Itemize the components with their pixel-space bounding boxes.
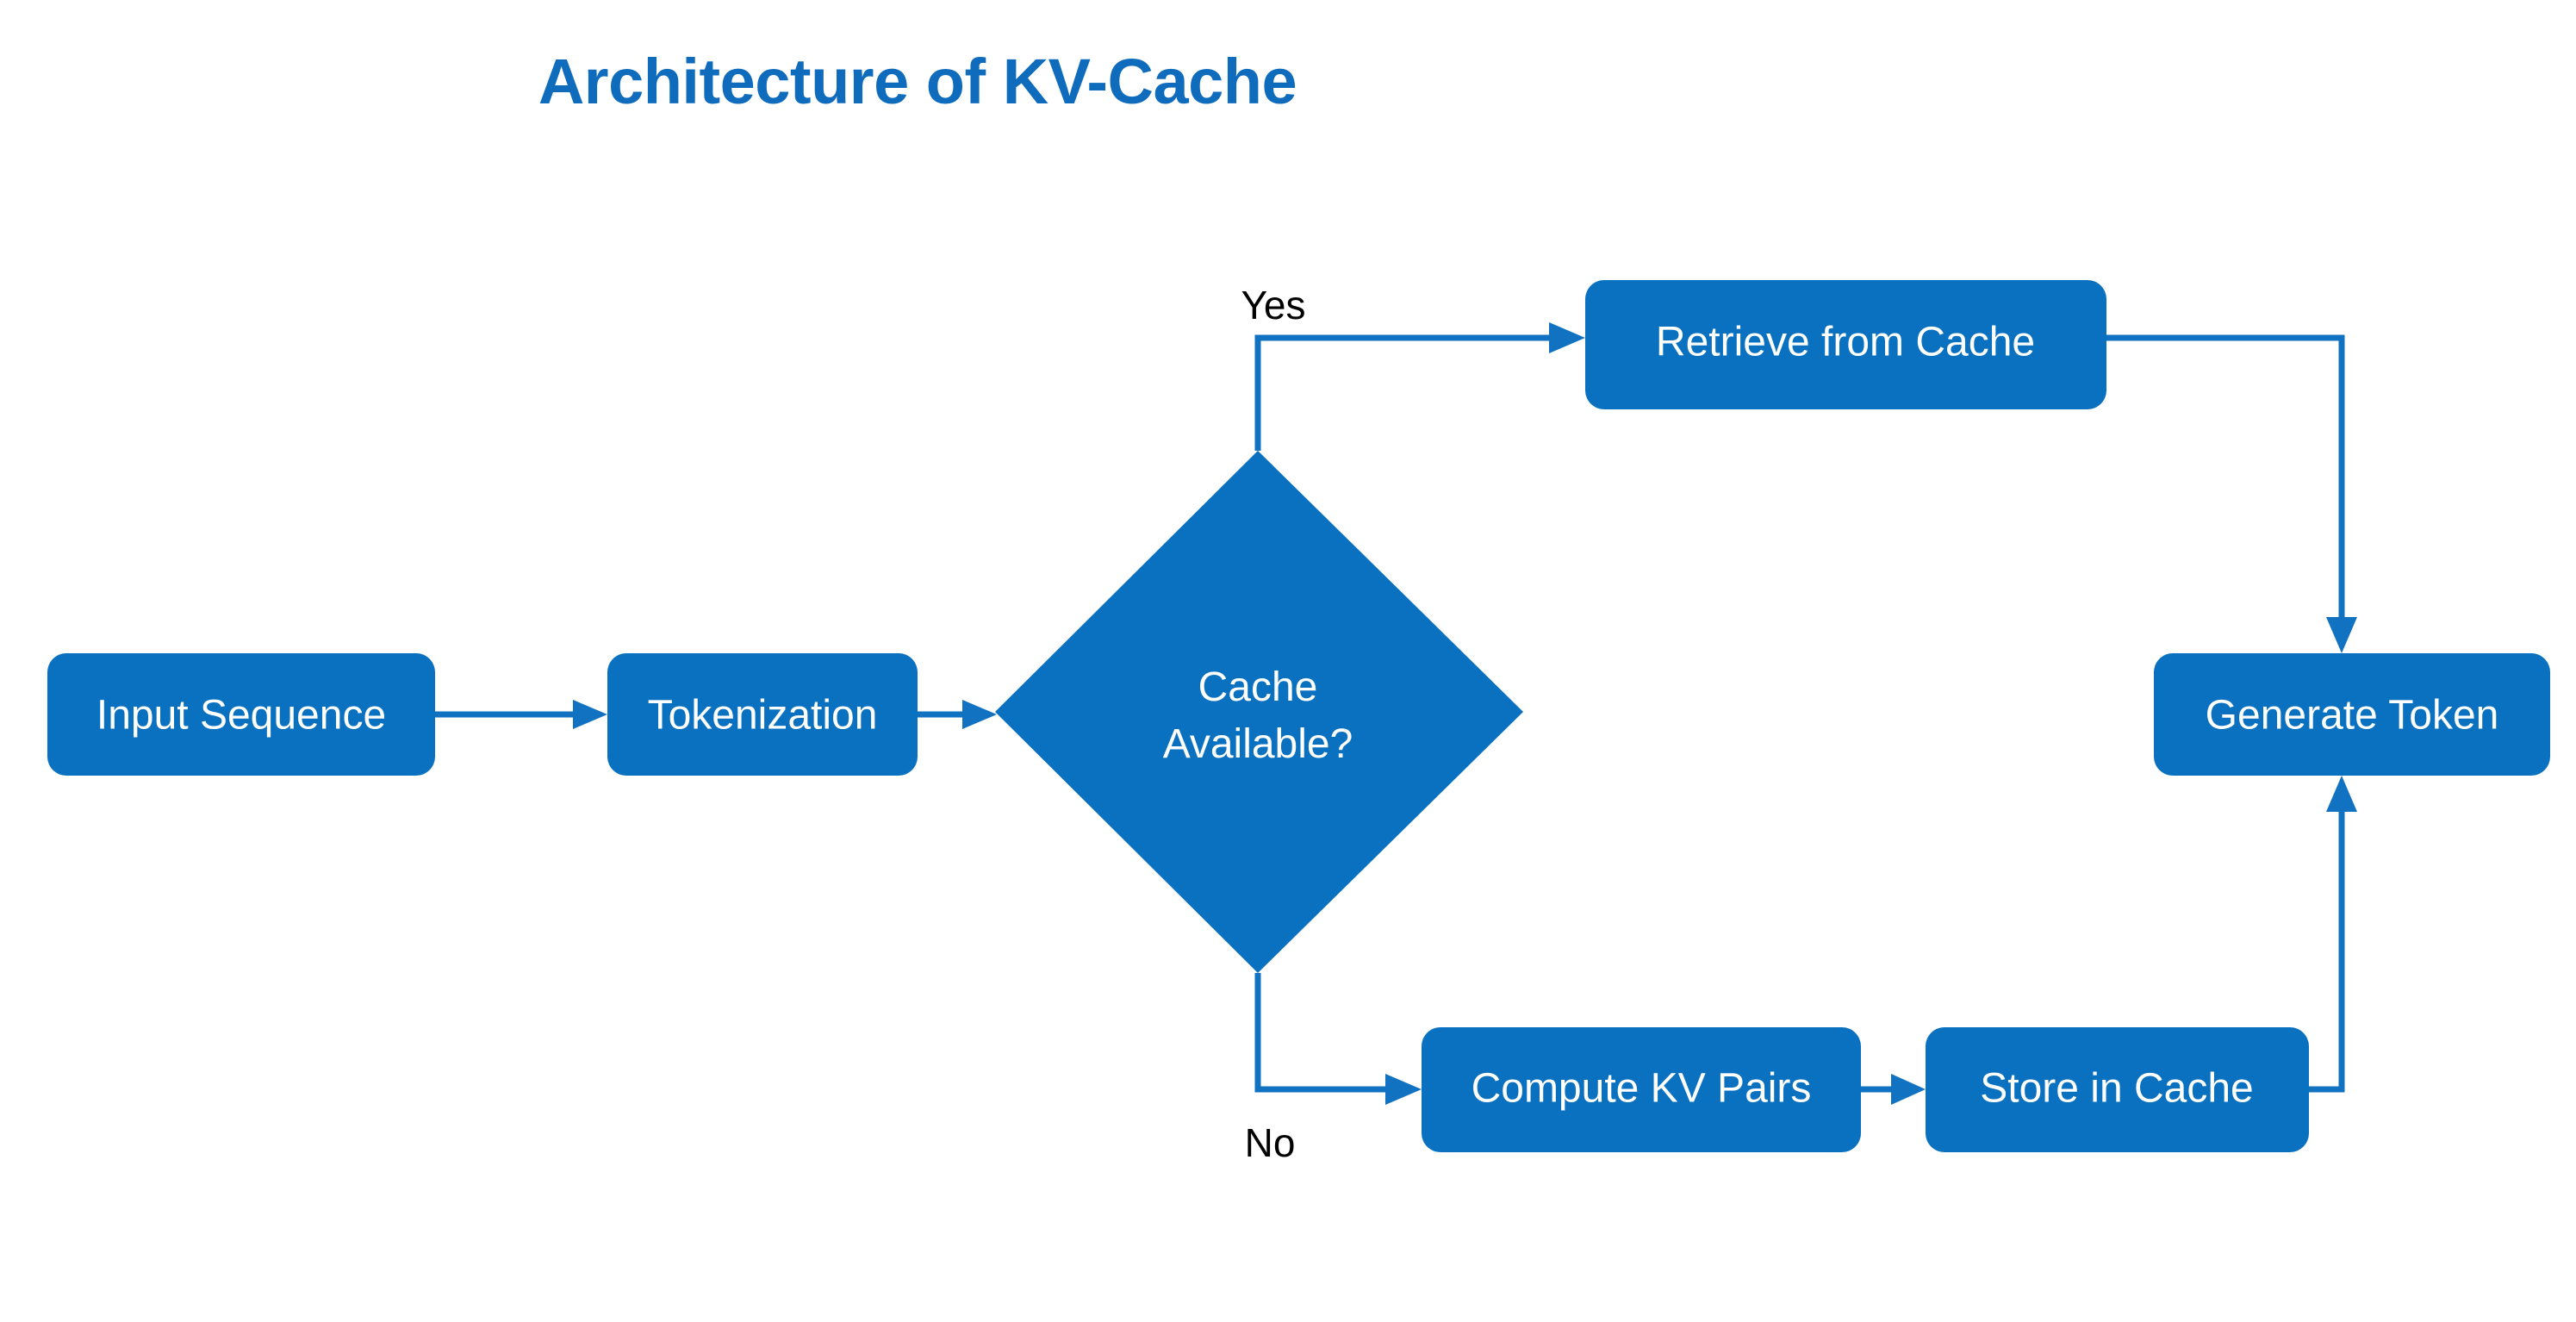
edge-line [2309, 800, 2345, 1093]
edge-decision-yes-to-retrieve [1254, 322, 1585, 451]
edge-label-yes: Yes [1241, 283, 1305, 327]
arrowhead-icon [1891, 1074, 1926, 1105]
node-label-input-sequence: Input Sequence [96, 693, 386, 739]
node-shape[interactable] [607, 653, 918, 776]
node-shape[interactable] [47, 653, 435, 776]
node-shape[interactable] [1926, 1027, 2309, 1152]
node-decision-cache-available[interactable]: Cache Available? [995, 451, 1523, 973]
edge-label-no: No [1245, 1120, 1296, 1165]
edge-line [1254, 973, 1397, 1093]
arrowhead-icon [962, 700, 997, 729]
edge-compute-to-store [1861, 1074, 1926, 1105]
arrowhead-icon [1549, 322, 1585, 353]
edge-decision-no-to-compute [1254, 973, 1422, 1105]
edge-tokenization-to-decision [918, 700, 997, 729]
node-compute-kv-pairs[interactable]: Compute KV Pairs [1422, 1027, 1861, 1152]
page-title: Architecture of KV-Cache [538, 46, 1297, 117]
node-label-compute-kv-pairs: Compute KV Pairs [1472, 1066, 1812, 1112]
node-label-tokenization: Tokenization [648, 693, 878, 739]
edge-retrieve-to-generate [2106, 334, 2357, 653]
node-shape[interactable] [1585, 280, 2106, 409]
node-label-store-in-cache: Store in Cache [1980, 1066, 2254, 1112]
node-shape[interactable] [2154, 653, 2550, 776]
node-label-generate-token: Generate Token [2206, 693, 2499, 739]
edge-store-to-generate [2309, 776, 2357, 1093]
node-tokenization[interactable]: Tokenization [607, 653, 918, 776]
node-label-decision-line2: Available? [1163, 721, 1353, 767]
node-generate-token[interactable]: Generate Token [2154, 653, 2550, 776]
edge-input-to-tokenization [435, 700, 607, 729]
edge-line [2106, 334, 2345, 629]
node-label-decision-line1: Cache [1198, 664, 1318, 710]
node-retrieve-from-cache[interactable]: Retrieve from Cache [1585, 280, 2106, 409]
arrowhead-icon [1385, 1074, 1422, 1105]
edge-line [1254, 334, 1561, 451]
node-store-in-cache[interactable]: Store in Cache [1926, 1027, 2309, 1152]
arrowhead-icon [573, 700, 607, 729]
node-label-retrieve-from-cache: Retrieve from Cache [1656, 320, 2035, 365]
node-shape-diamond[interactable] [995, 451, 1523, 973]
node-input-sequence[interactable]: Input Sequence [47, 653, 435, 776]
arrowhead-icon [2326, 617, 2357, 653]
node-shape[interactable] [1422, 1027, 1861, 1152]
arrowhead-icon [2326, 776, 2357, 812]
